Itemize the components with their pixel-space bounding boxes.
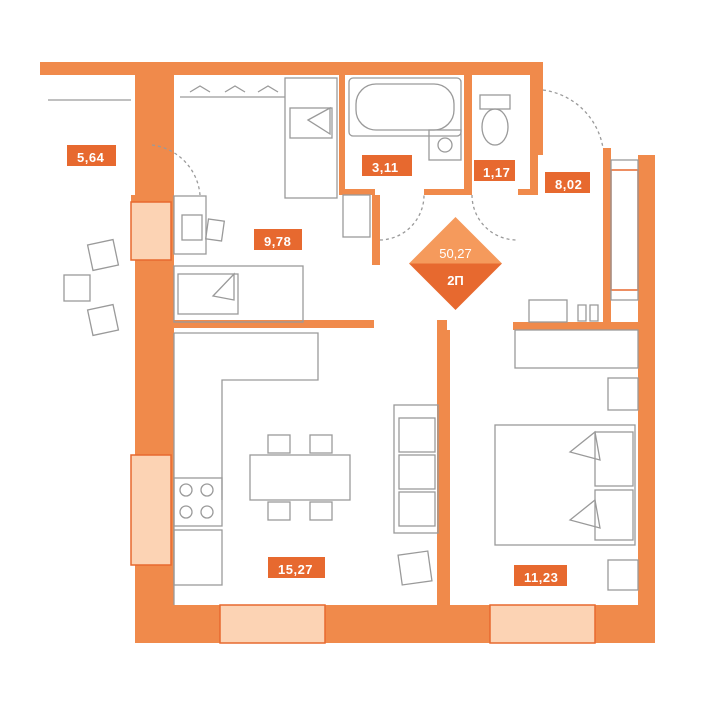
windows	[130, 169, 639, 644]
bathroom-area: 3,11	[372, 160, 399, 175]
furniture	[48, 77, 639, 605]
diamond-shape	[409, 217, 502, 310]
small-bedroom-area: 9,78	[264, 234, 292, 249]
area-tags	[67, 145, 590, 586]
hallway-area: 8,02	[555, 177, 583, 192]
balcony-area: 5,64	[77, 150, 105, 165]
total-area-badge: 50,27 2П	[409, 217, 502, 310]
bedroom-area: 11,23	[524, 570, 559, 585]
partitions	[131, 62, 638, 605]
kitchen-living-area: 15,27	[278, 562, 314, 577]
toilet-area: 1,17	[483, 165, 511, 180]
total-area-value: 50,27	[439, 246, 472, 261]
doors	[151, 89, 604, 241]
apartment-type: 2П	[447, 273, 464, 288]
